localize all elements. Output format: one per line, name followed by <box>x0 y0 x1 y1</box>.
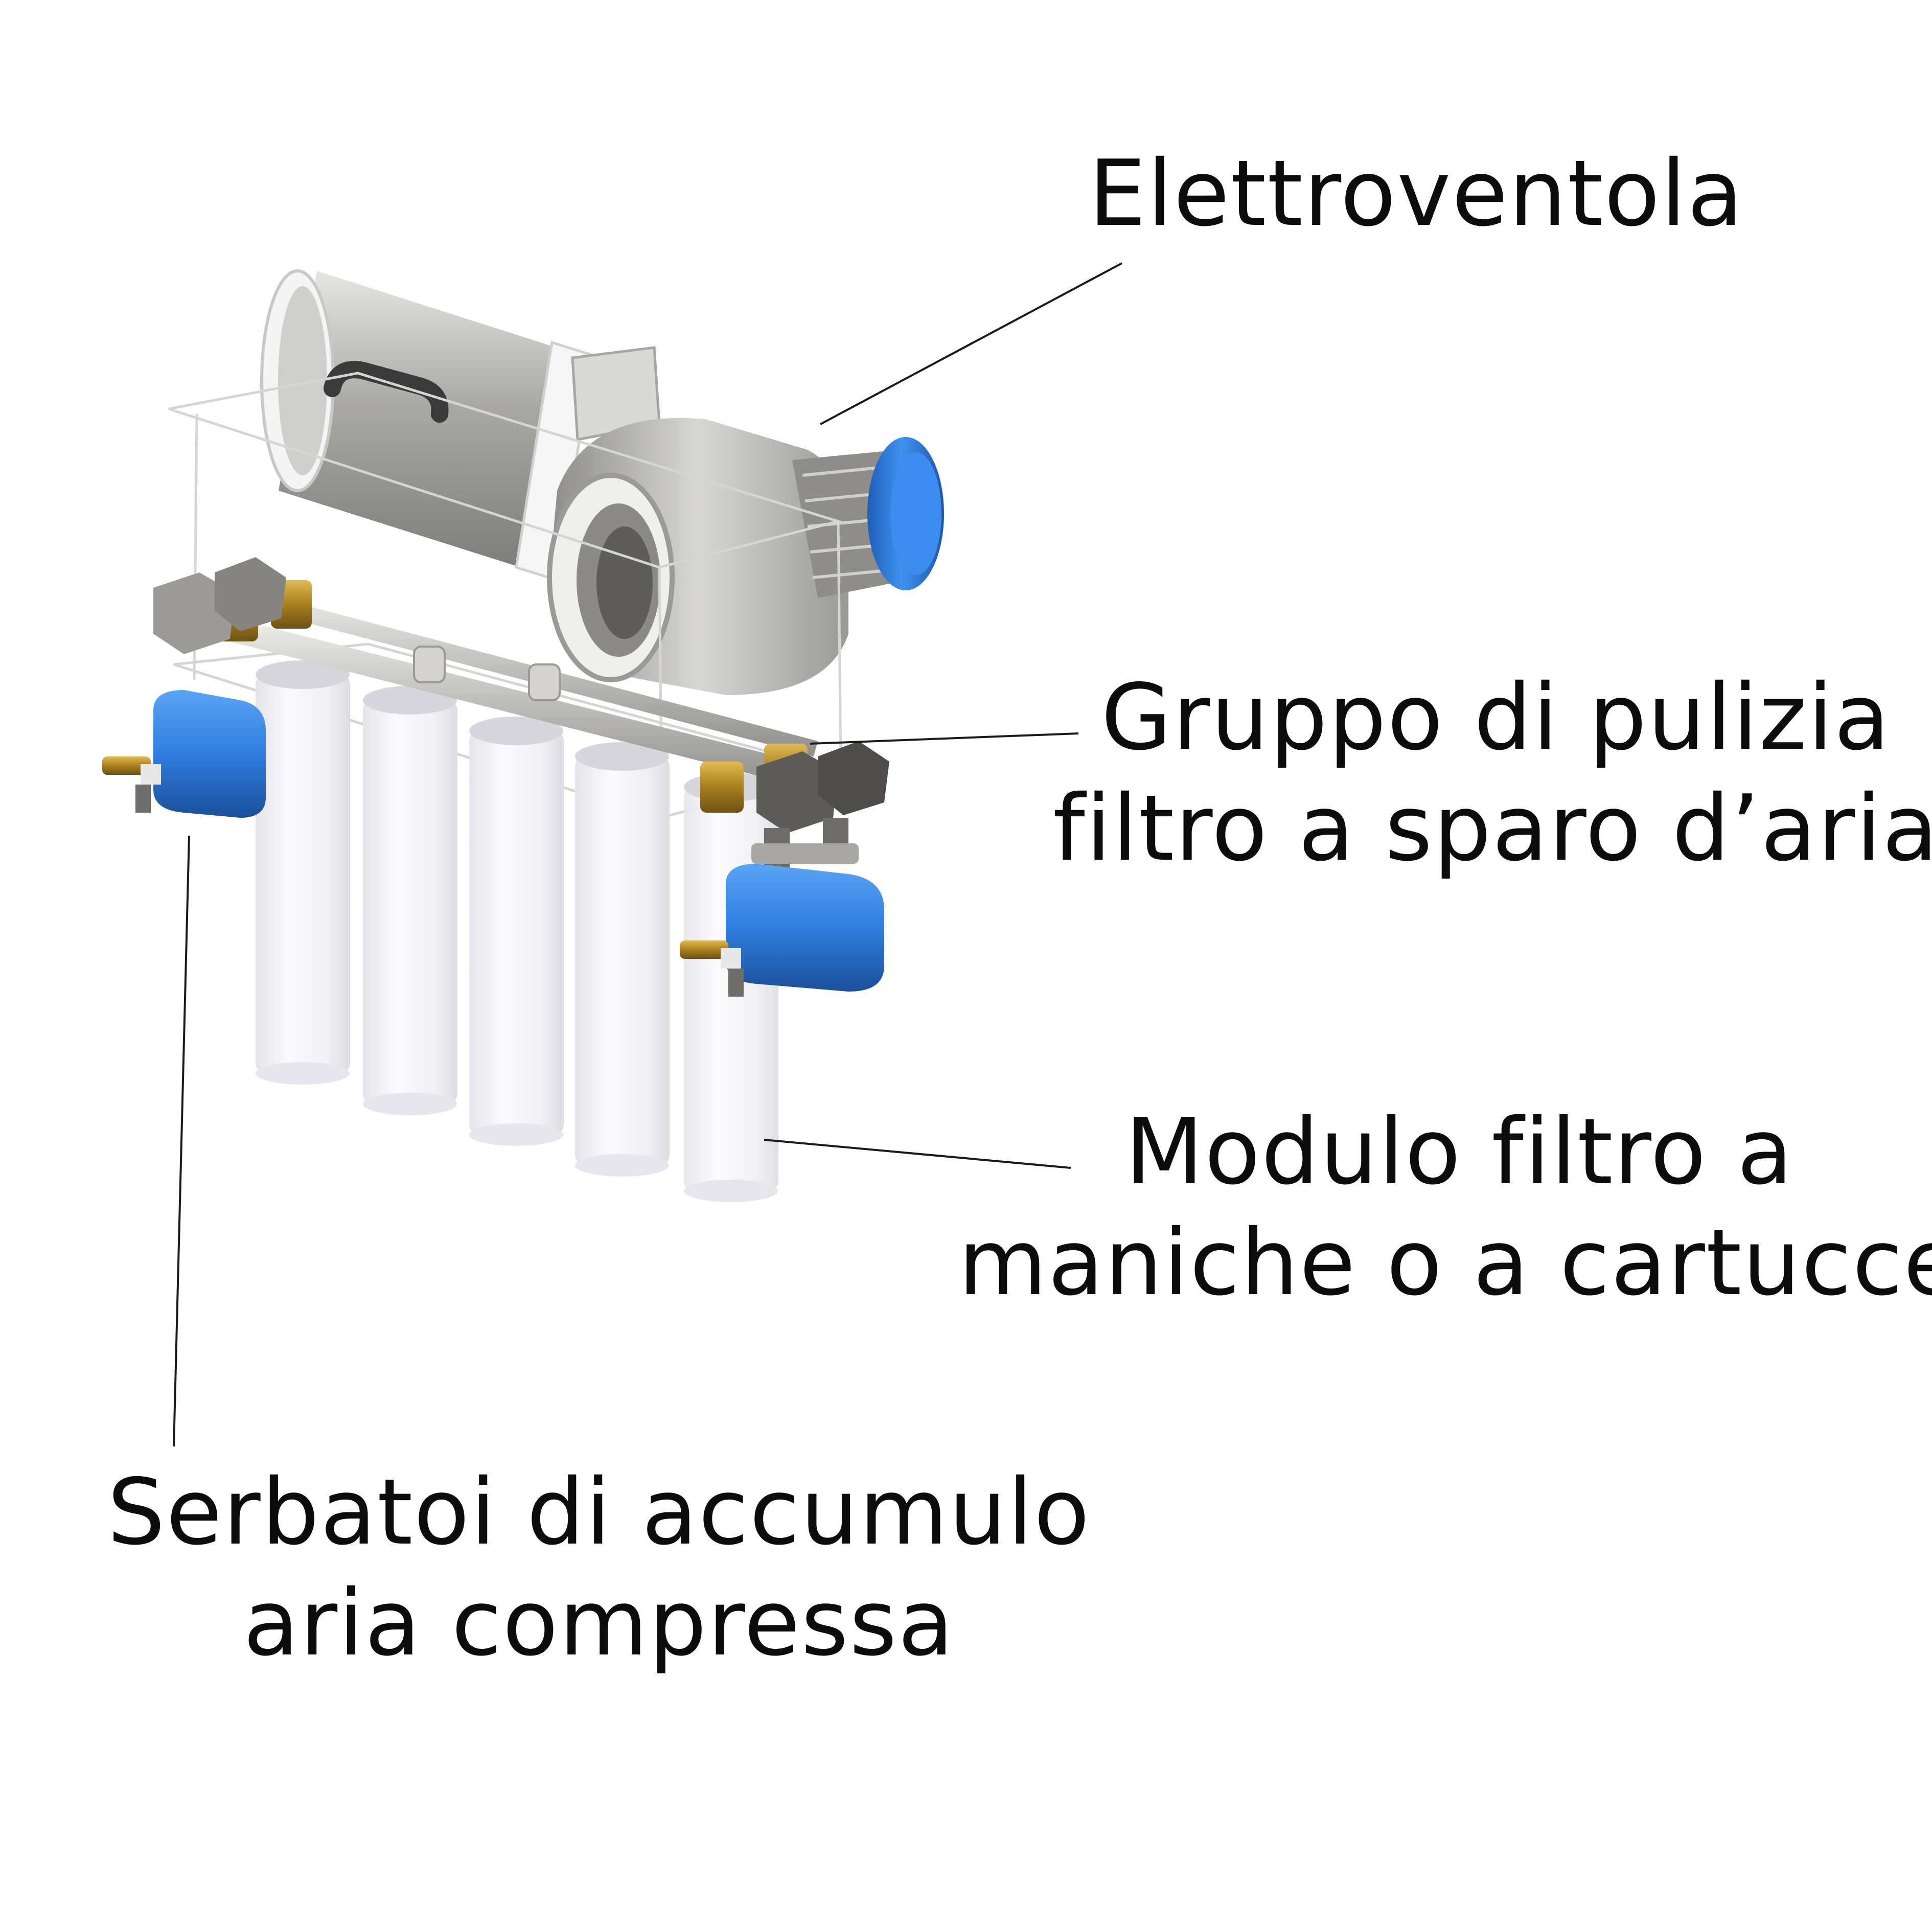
air-tank-right <box>680 864 884 997</box>
leader-line-fan <box>820 262 1122 425</box>
label-tanks-line2: aria compressa <box>243 1570 955 1676</box>
filter-cartridge <box>363 686 457 1115</box>
label-cleaning-line2: filtro a sparo d’aria <box>1053 775 1932 882</box>
air-tank-left <box>102 690 266 818</box>
filter-cartridge <box>256 660 350 1085</box>
compressed-air-tanks <box>102 690 884 997</box>
label-cleaning-line1: Gruppo di pulizia <box>1101 664 1891 770</box>
label-filter-line1: Modulo filtro a <box>1125 1099 1794 1205</box>
air-blast-cleaning-pipes <box>153 557 889 874</box>
leader-line-filter <box>764 1139 1071 1169</box>
label-filter-line2: maniche o a cartucce <box>958 1210 1932 1316</box>
label-fan: Elettroventola <box>1089 138 1744 249</box>
label-tanks-line1: Serbatoi di accumulo <box>107 1459 1091 1565</box>
leader-lines <box>173 262 1122 1447</box>
leader-line-cleaning <box>810 732 1079 745</box>
label-filter-module: Modulo filtro a maniche o a cartucce <box>958 1096 1932 1318</box>
label-fan-line1: Elettroventola <box>1089 141 1744 246</box>
leader-line-tanks <box>173 835 190 1447</box>
filter-cartridge <box>469 717 564 1146</box>
filter-cartridge <box>575 742 670 1177</box>
label-air-tanks: Serbatoi di accumulo aria compressa <box>107 1457 1091 1678</box>
label-cleaning-group: Gruppo di pulizia filtro a sparo d’aria <box>1053 662 1932 884</box>
